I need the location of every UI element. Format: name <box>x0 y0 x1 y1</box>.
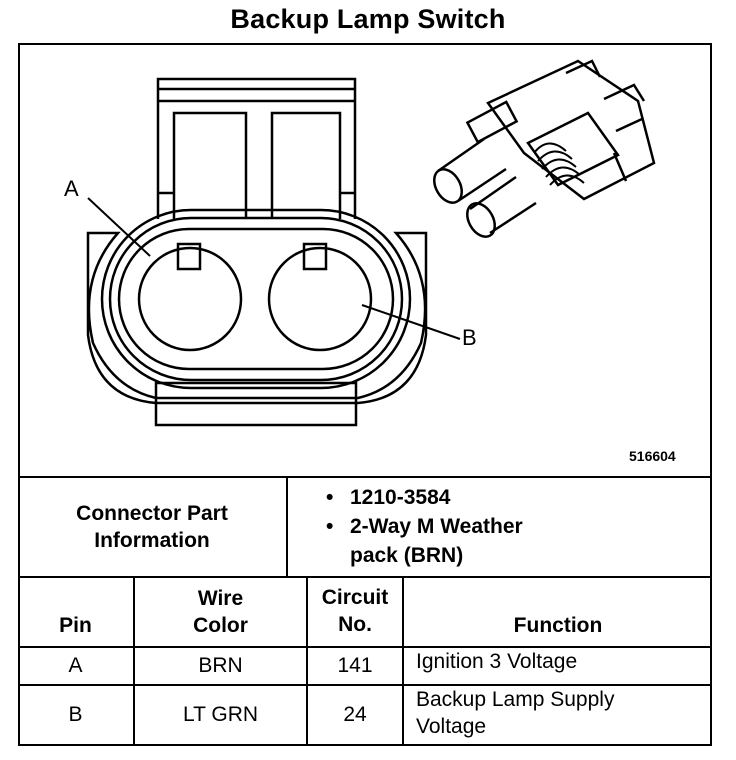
connector-bullets: •1210-3584 •2-Way M Weather pack (BRN) <box>326 483 523 570</box>
header-wire-color: Wire Color <box>193 587 248 637</box>
header-rule <box>18 646 712 648</box>
leader-a <box>87 197 151 257</box>
row-a-function: Ignition 3 Voltage <box>416 650 578 673</box>
latch-housing <box>156 77 357 219</box>
figure-id: 516604 <box>629 448 676 464</box>
table-top-rule <box>18 476 712 478</box>
connector-info-rule <box>18 576 712 578</box>
connector-info-divider <box>286 476 288 578</box>
pin-b-label: B <box>462 325 477 350</box>
cavity-a <box>137 246 243 352</box>
connector-label-line2: Information <box>94 529 210 552</box>
seal-inner <box>117 227 395 371</box>
header-function: Function <box>513 613 603 637</box>
diagram-frame <box>18 43 712 746</box>
connector-perspective-icon <box>433 59 656 238</box>
col-divider-3 <box>402 576 404 746</box>
row-b-pin: B <box>68 703 83 726</box>
header-pin: Pin <box>59 613 92 637</box>
bullet-item: •1210-3584 <box>326 486 451 509</box>
outer-shell <box>86 231 428 405</box>
bullet-item: •2-Way M Weather <box>326 515 523 538</box>
row-b-circuit: 24 <box>343 703 367 726</box>
cavity-a-key <box>176 242 202 271</box>
header-circuit-no: Circuit No. <box>321 586 389 636</box>
leader-b <box>361 304 461 340</box>
row-b-function: Backup Lamp Supply Voltage <box>416 688 615 738</box>
col-divider-2 <box>306 576 308 746</box>
row-a-pin: A <box>68 654 83 677</box>
connector-label-line1: Connector Part <box>76 502 228 525</box>
seal-mid <box>108 216 404 382</box>
latch-left-slot <box>172 111 248 219</box>
page-title: Backup Lamp Switch <box>230 4 506 34</box>
bullet-continuation: pack (BRN) <box>350 544 464 567</box>
bottom-tab <box>154 381 358 427</box>
row-a-circuit: 141 <box>337 654 373 677</box>
seal-outer <box>100 208 412 390</box>
connector-part-info-label: Connector Part Information <box>18 478 286 576</box>
pin-a-label: A <box>64 176 79 201</box>
row-a-wire-color: BRN <box>198 654 243 677</box>
latch-right-slot <box>270 111 342 219</box>
row-a-rule <box>18 684 712 686</box>
col-divider-1 <box>133 576 135 746</box>
cavity-b-key <box>302 242 328 271</box>
connector-face-diagram <box>86 59 656 427</box>
row-b-wire-color: LT GRN <box>182 703 259 726</box>
cavity-b <box>267 246 373 352</box>
